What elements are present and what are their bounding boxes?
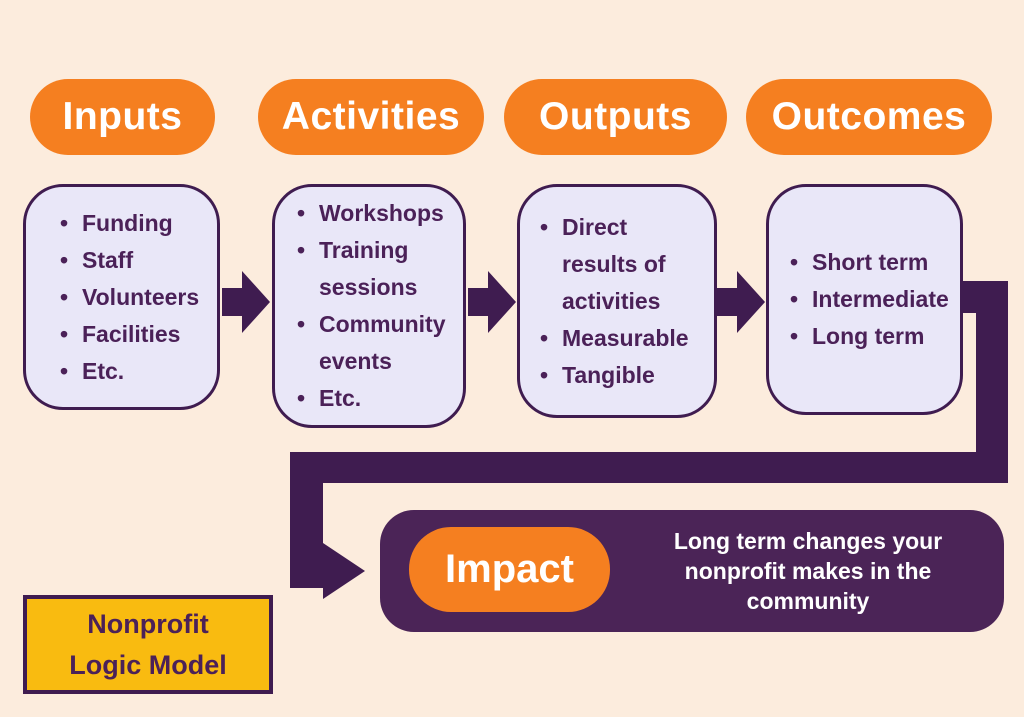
list-item: • Measurable (540, 320, 708, 357)
bullet-icon: • (60, 246, 69, 273)
list-item: • Intermediate (790, 281, 954, 318)
list-item-text: Measurable (562, 324, 689, 351)
outputs-list-box: • Direct results of activities • Measurable… (517, 184, 717, 418)
list-item: • Short term (790, 244, 954, 281)
bullet-icon: • (60, 357, 69, 384)
list-item-text: Funding (82, 209, 173, 236)
diagram-title-box: Nonprofit Logic Model (23, 595, 273, 694)
header-pill-inputs: Inputs (30, 79, 215, 155)
impact-label-pill: Impact (409, 527, 610, 612)
impact-box: Impact Long term changes your nonprofit … (380, 510, 1004, 632)
bullet-icon: • (540, 324, 549, 351)
list-item-text: Training sessions (319, 237, 418, 300)
bullet-icon: • (60, 283, 69, 310)
arrow-right-icon (468, 271, 516, 333)
list-item: • Long term (790, 318, 954, 355)
list-item: • Etc. (297, 380, 457, 417)
list-item-text: Workshops (319, 200, 444, 226)
bullet-icon: • (540, 361, 549, 388)
bullet-icon: • (790, 323, 799, 349)
bullet-icon: • (790, 249, 799, 275)
list-item: • Funding (60, 205, 209, 242)
bullet-icon: • (60, 320, 69, 347)
list-item-text: Tangible (562, 361, 655, 388)
list-item: • Facilities (60, 316, 209, 353)
list-item-text: Etc. (82, 357, 125, 384)
diagram-title-line2: Logic Model (69, 649, 227, 680)
list-item-text: Community events (319, 311, 446, 374)
bullet-icon: • (60, 209, 69, 236)
list-item: • Tangible (540, 357, 708, 394)
header-pill-outcomes: Outcomes (746, 79, 992, 155)
header-pill-outputs: Outputs (504, 79, 727, 155)
list-item: • Community events (297, 306, 457, 380)
activities-list-box: • Workshops • Training sessions • Community e… (272, 184, 466, 428)
arrow-right-icon (222, 271, 270, 333)
list-item: • Etc. (60, 353, 209, 390)
bullet-icon: • (790, 286, 799, 312)
bullet-icon: • (297, 200, 306, 226)
bullet-icon: • (540, 213, 549, 240)
diagram-title-line1: Nonprofit (87, 608, 209, 639)
inputs-list-box: • Funding • Staff • Volunteers • Facilities • Etc… (23, 184, 220, 410)
header-pill-activities: Activities (258, 79, 484, 155)
list-item: • Staff (60, 242, 209, 279)
list-item-text: Direct results of activities (562, 213, 666, 314)
list-item-text: Long term (812, 323, 925, 349)
list-item: • Direct results of activities (540, 209, 708, 320)
list-item: • Training sessions (297, 232, 457, 306)
list-item-text: Intermediate (812, 286, 949, 312)
bullet-icon: • (297, 311, 306, 337)
impact-description: Long term changes your nonprofit makes i… (673, 528, 943, 614)
outcomes-list-box: • Short term • Intermediate • Long term (766, 184, 963, 415)
list-item: • Workshops (297, 195, 457, 232)
list-item-text: Volunteers (82, 283, 200, 310)
list-item: • Volunteers (60, 279, 209, 316)
list-item-text: Etc. (319, 385, 362, 411)
list-item-text: Facilities (82, 320, 181, 347)
bullet-icon: • (297, 237, 306, 263)
list-item-text: Short term (812, 249, 929, 275)
bullet-icon: • (297, 385, 306, 411)
list-item-text: Staff (82, 246, 134, 273)
arrow-right-icon (717, 271, 765, 333)
